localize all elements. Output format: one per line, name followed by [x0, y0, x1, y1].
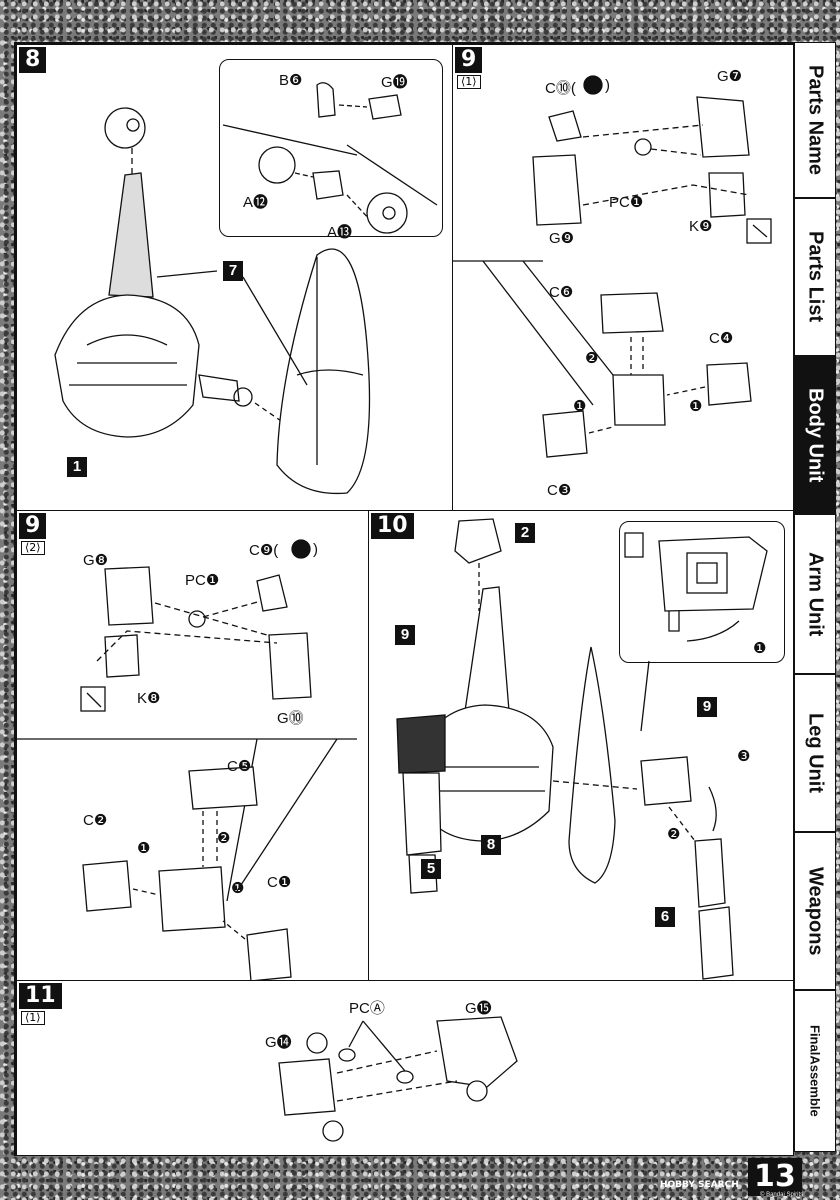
- mark-1b: ❶: [231, 880, 245, 897]
- instruction-sheet: 8: [14, 42, 794, 1156]
- label-g9: G❾: [549, 230, 575, 247]
- label-g7: G❼: [717, 68, 743, 85]
- label-c5: C❺: [227, 758, 252, 775]
- tab-label: Body Unit: [804, 387, 827, 483]
- watermark-logo: HOBBY SEARCH: [660, 1180, 739, 1190]
- step-number: 11: [19, 983, 62, 1009]
- torso-body: [54, 294, 200, 438]
- step-number: 8: [19, 47, 47, 73]
- label-a13: A⓭: [327, 224, 353, 241]
- tab-label: Parts Name: [804, 64, 827, 176]
- mark-2: ❷: [585, 350, 599, 367]
- tab-label: Arm Unit: [804, 551, 827, 637]
- label-g10: G⓾: [277, 710, 304, 727]
- tab-parts-name[interactable]: Parts Name: [794, 42, 836, 198]
- mark-1b: ❶: [689, 398, 703, 415]
- label-c10: C⓾(: [545, 80, 576, 97]
- label-pc1: PC❶: [609, 194, 644, 211]
- label-pca: PCⒶ: [349, 1000, 385, 1017]
- step-number: 9: [19, 513, 47, 539]
- tab-arm-unit[interactable]: Arm Unit: [794, 514, 836, 674]
- label-k8: K❽: [137, 690, 161, 707]
- label-g19: G⓳: [381, 74, 408, 91]
- step-9-1-drawing: [453, 75, 772, 458]
- step-9-2-drawing: [17, 539, 357, 981]
- mark-2: ❷: [217, 830, 231, 847]
- step-11-1-panel: 11 ⟨1⟩ PCⒶ G⓯ G⓮: [16, 980, 794, 1156]
- ref-part-5: 5: [421, 859, 441, 879]
- label-c4: C❹: [709, 330, 734, 347]
- label-c10-end: ): [605, 77, 610, 94]
- ref-part-1: 1: [67, 457, 87, 477]
- step-9-2-panel: 9 ⟨2⟩: [16, 510, 370, 982]
- label-c3: C❸: [547, 482, 572, 499]
- tab-parts-list[interactable]: Parts List: [794, 198, 836, 356]
- mark-1a: ❶: [573, 398, 587, 415]
- tab-body-unit[interactable]: Body Unit: [794, 356, 836, 514]
- label-c9: C❾(: [249, 542, 279, 559]
- label-g8: G❽: [83, 552, 109, 569]
- label-g15: G⓯: [465, 1000, 492, 1017]
- label-c6: C❻: [549, 284, 574, 301]
- tab-label: Weapons: [804, 866, 827, 956]
- label-a12: A⓬: [243, 194, 269, 211]
- ref-part-7: 7: [223, 261, 243, 281]
- tab-label: Leg Unit: [804, 713, 827, 793]
- copyright-notice: © Bandai Spirits: [760, 1192, 804, 1198]
- mark-3: ❸: [737, 748, 751, 765]
- tab-final-assemble[interactable]: FinalAssemble: [794, 990, 836, 1152]
- tab-label: FinalAssemble: [807, 1025, 823, 1117]
- step-10-drawing: [396, 518, 768, 980]
- mark-1a: ❶: [137, 840, 151, 857]
- pod-part: [276, 248, 371, 495]
- step-10-panel: 10: [368, 510, 794, 982]
- label-pc1: PC❶: [185, 572, 220, 589]
- step-9-1-panel: 9 ⟨1⟩: [452, 44, 794, 512]
- ref-part-9a: 9: [395, 625, 415, 645]
- ref-part-9b: 9: [697, 697, 717, 717]
- substep-label: ⟨1⟩: [457, 75, 481, 89]
- head-sphere: [104, 107, 146, 149]
- label-c2: C❷: [83, 812, 108, 829]
- tab-label: Parts List: [804, 231, 827, 323]
- label-k9: K❾: [689, 218, 713, 235]
- substep-label: ⟨1⟩: [21, 1011, 45, 1025]
- fin-part: [108, 172, 154, 298]
- tab-weapons[interactable]: Weapons: [794, 832, 836, 990]
- ref-part-6: 6: [655, 907, 675, 927]
- label-b6: B❻: [279, 72, 303, 89]
- step-8-drawing: [54, 82, 438, 495]
- step-number: 10: [371, 513, 414, 539]
- tab-leg-unit[interactable]: Leg Unit: [794, 674, 836, 832]
- step-8-panel: 8: [16, 44, 454, 512]
- mark-2: ❷: [667, 826, 681, 843]
- page-number: 13: [748, 1158, 802, 1196]
- step-number: 9: [455, 47, 483, 73]
- step-11-drawing: [278, 1016, 518, 1142]
- label-g14: G⓮: [265, 1034, 292, 1051]
- mark-1: ❶: [753, 640, 767, 657]
- section-tabs: Parts Name Parts List Body Unit Arm Unit…: [794, 42, 836, 1152]
- substep-label: ⟨2⟩: [21, 541, 45, 555]
- ref-part-8: 8: [481, 835, 501, 855]
- label-c1: C❶: [267, 874, 292, 891]
- ref-part-2: 2: [515, 523, 535, 543]
- label-c9-end: ): [313, 541, 318, 558]
